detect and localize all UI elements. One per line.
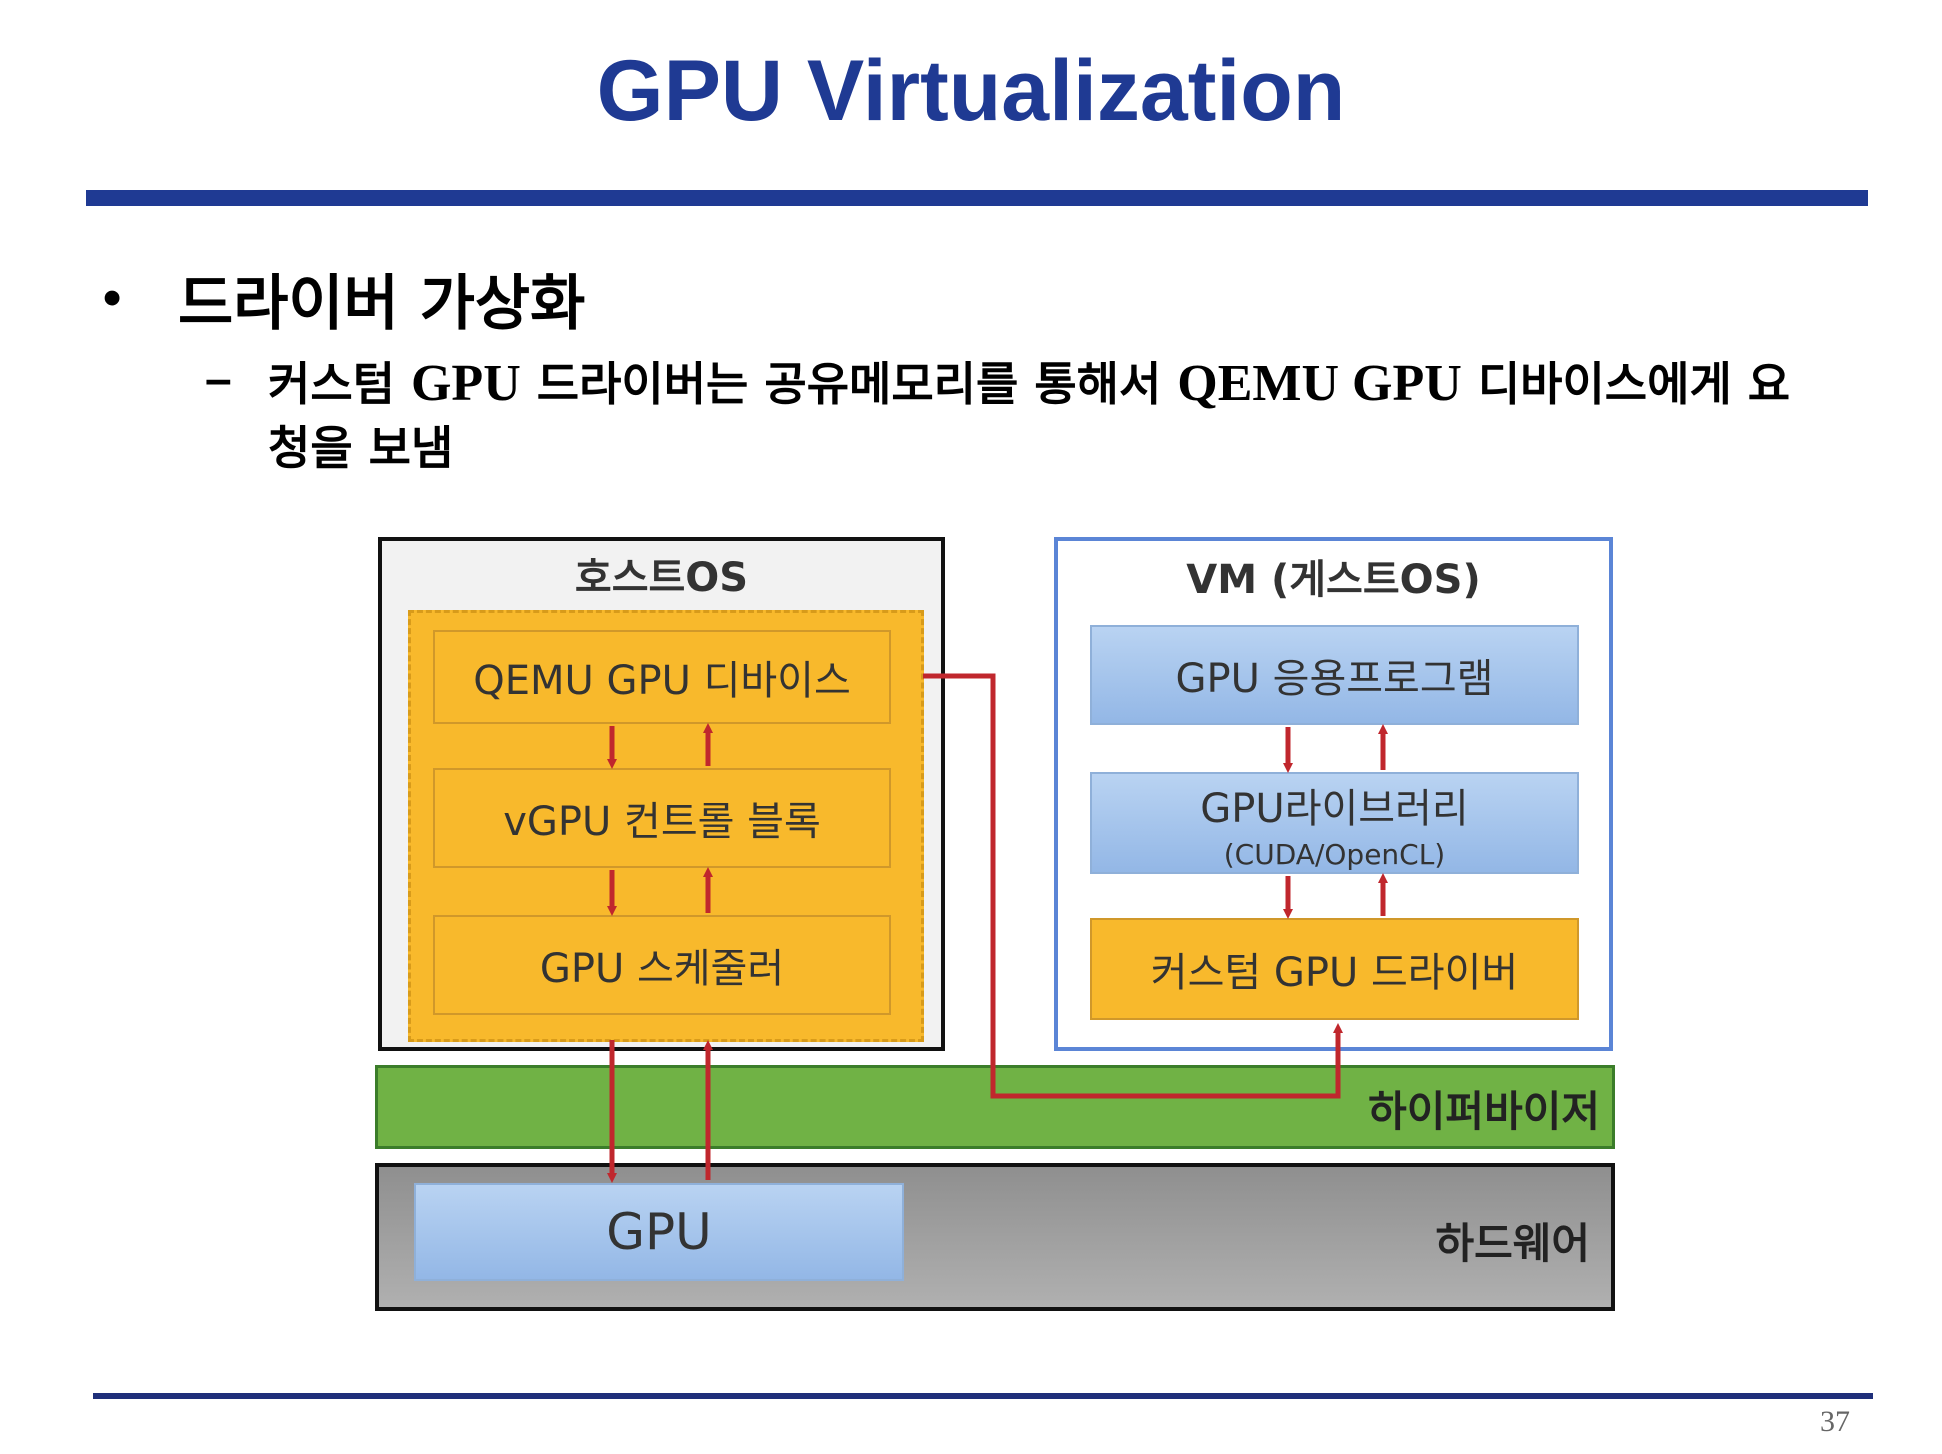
gpu-library-block: GPU라이브러리 (CUDA/OpenCL) (1090, 772, 1579, 874)
gpu-library-label: GPU라이브러리 (1200, 785, 1469, 832)
vgpu-control-block: vGPU 컨트롤 블록 (433, 768, 891, 868)
sub-text-part: 디바이스에게 요청을 보냄 (268, 357, 1791, 475)
gpu-scheduler-block: GPU 스케줄러 (433, 915, 891, 1015)
hardware-label: 하드웨어 (1435, 1219, 1590, 1268)
bullet-heading: 드라이버 가상화 (178, 269, 586, 339)
gpu-library-sublabel: (CUDA/OpenCL) (1223, 837, 1446, 871)
host-os-label: 호스트OS (574, 555, 749, 601)
custom-gpu-driver-block: 커스텀 GPU 드라이버 (1090, 918, 1579, 1020)
hypervisor-label: 하이퍼바이저 (1368, 1087, 1600, 1136)
qemu-gpu-device-block: QEMU GPU 디바이스 (433, 630, 891, 724)
slide-title: GPU Virtualization (596, 43, 1346, 139)
shared-memory-path (923, 673, 1343, 1099)
page-number: 37 (1820, 1405, 1850, 1438)
gpu-hardware-block: GPU (414, 1183, 904, 1281)
gpu-application-block: GPU 응용프로그램 (1090, 625, 1579, 725)
bullet-marker: • (103, 269, 122, 327)
sub-bullet-marker: – (205, 353, 232, 406)
sub-text-part: GPU (410, 355, 521, 412)
sub-text-part: QEMU GPU (1177, 355, 1462, 412)
vm-label: VM (게스트OS) (1186, 557, 1481, 603)
sub-text-part: 드라이버는 공유메모리를 통해서 (520, 357, 1178, 411)
footer-divider (93, 1393, 1873, 1399)
sub-text-part: 커스텀 (268, 357, 411, 411)
title-divider (86, 190, 1868, 206)
sub-bullet-text: 커스텀 GPU 드라이버는 공유메모리를 통해서 QEMU GPU 디바이스에게… (268, 352, 1828, 480)
